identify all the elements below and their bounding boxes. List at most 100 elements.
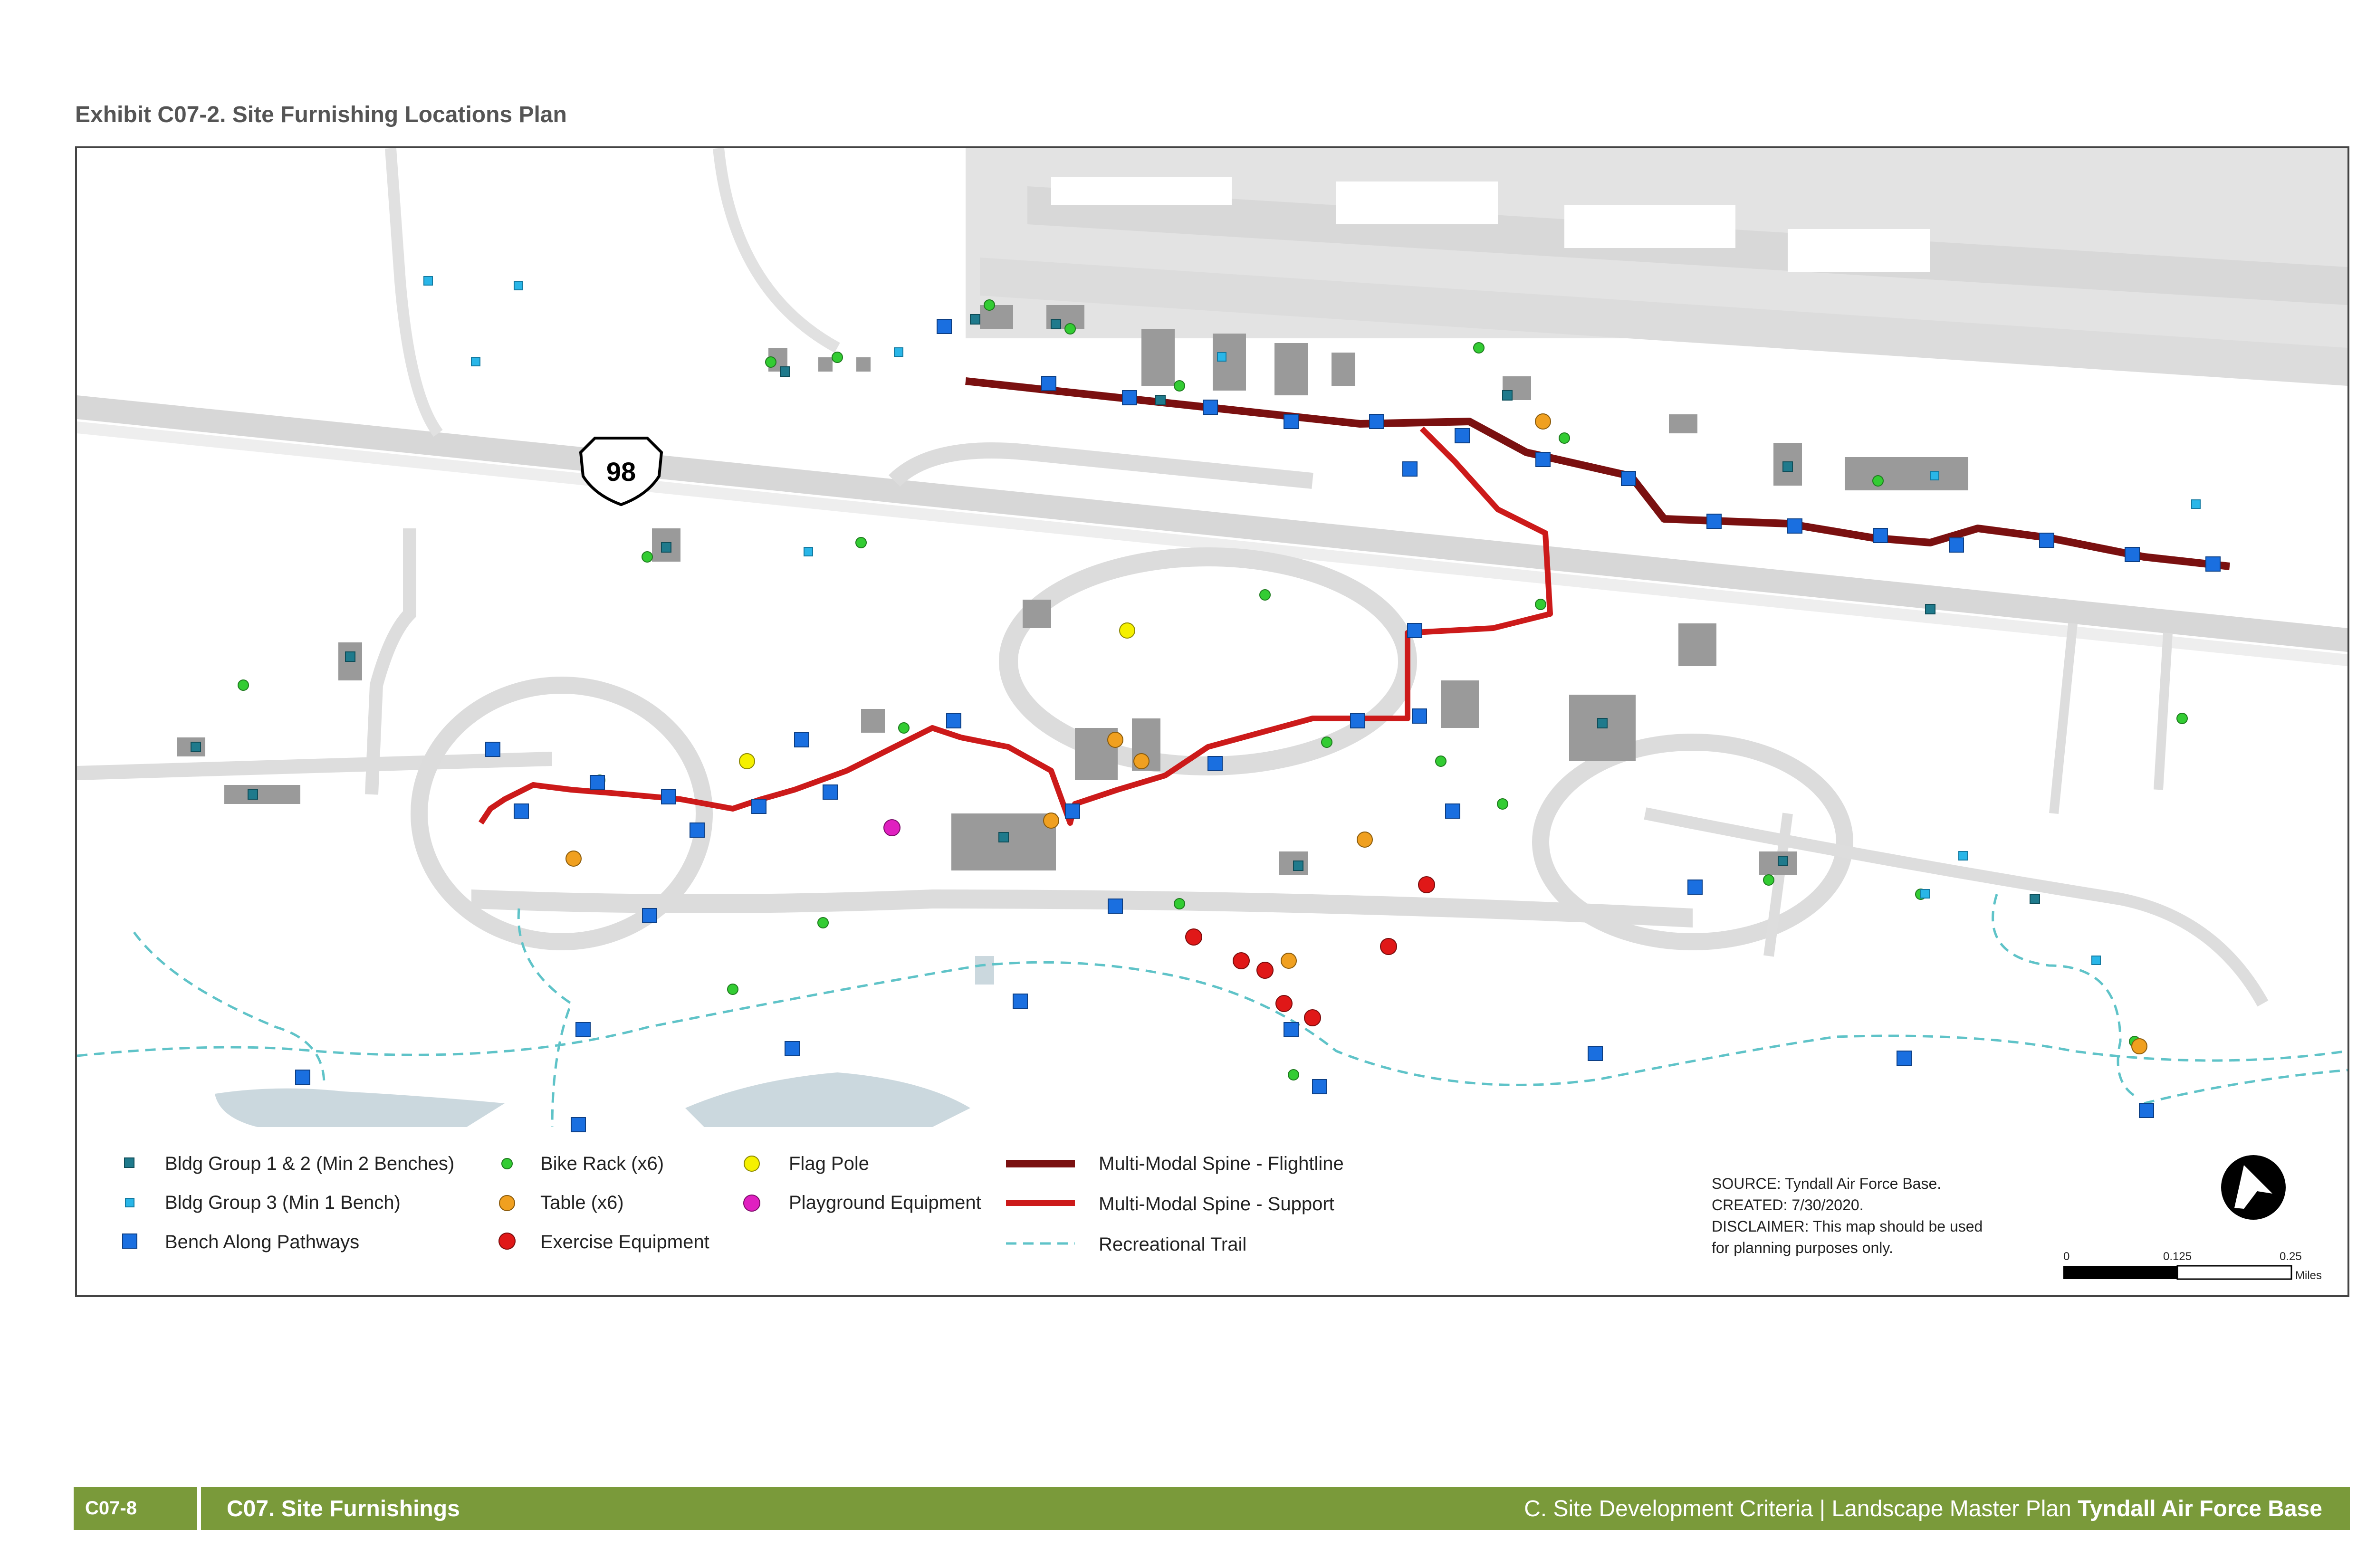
- bldg-group-12-marker: [1778, 856, 1788, 866]
- building-group-3-markers: [423, 276, 2201, 965]
- table-marker: [1281, 953, 1297, 969]
- bike-rack-marker: [1559, 432, 1570, 444]
- footer-document-title: C. Site Development Criteria | Landscape…: [1524, 1496, 2322, 1522]
- exercise-marker: [1418, 876, 1435, 893]
- bike-rack-marker: [765, 356, 776, 368]
- legend-spine-flightline-label: Multi-Modal Spine - Flightline: [1099, 1153, 1344, 1174]
- legend-bench-icon: [122, 1233, 137, 1249]
- bench-marker: [823, 784, 838, 800]
- bldg-group-3-marker: [2091, 956, 2101, 965]
- bldg-group-3-marker: [514, 281, 523, 290]
- bike-rack-marker: [238, 679, 249, 691]
- apron-cut-1: [1051, 177, 1232, 205]
- bike-rack-marker: [1288, 1069, 1299, 1080]
- source-block: SOURCE: Tyndall Air Force Base. CREATED:…: [1712, 1175, 1983, 1256]
- water-pond: [975, 956, 994, 985]
- bldg-group-3-marker: [2191, 499, 2201, 509]
- bldg-group-12-marker: [345, 651, 355, 662]
- bench-marker: [1065, 803, 1080, 819]
- bench-marker: [1706, 514, 1722, 529]
- road-east-vertical: [1763, 813, 1793, 957]
- bench-marker: [1687, 880, 1703, 895]
- bldg-group-3-marker: [1920, 889, 1930, 899]
- bike-rack-marker: [855, 537, 867, 548]
- rec-trail-east: [1992, 894, 2140, 1100]
- bench-marker: [1535, 452, 1551, 467]
- table-marker: [1357, 832, 1373, 848]
- legend-exercise-icon: [498, 1233, 516, 1250]
- legend-playground-label: Playground Equipment: [789, 1192, 981, 1213]
- bench-marker: [642, 908, 657, 923]
- bench-marker: [575, 1022, 591, 1037]
- bench-marker: [1041, 376, 1056, 391]
- bench-marker: [1588, 1046, 1603, 1061]
- footer-criteria: C. Site Development Criteria: [1524, 1496, 1813, 1521]
- footer-divider: [197, 1487, 201, 1530]
- bike-rack-marker: [984, 299, 995, 311]
- bldg-group-12-marker: [191, 742, 201, 752]
- bench-marker: [1621, 471, 1636, 486]
- bench-marker: [571, 1117, 586, 1132]
- bench-marker: [1787, 518, 1802, 534]
- map-legend: Bldg Group 1 & 2 (Min 2 Benches) Bldg Gr…: [122, 1153, 1344, 1255]
- bldg-group-3-marker: [1930, 471, 1939, 480]
- bench-marker: [1207, 756, 1223, 771]
- exercise-marker: [1233, 952, 1250, 969]
- route-98-shield: 98: [579, 437, 663, 507]
- bench-marker: [1445, 803, 1460, 819]
- bldg-group-3-marker: [894, 347, 903, 357]
- recreational-trails: [77, 894, 2347, 1128]
- bike-rack-marker: [1435, 755, 1447, 767]
- flag-poles: [739, 622, 1135, 769]
- bench-marker: [514, 803, 529, 819]
- bench-marker: [590, 775, 605, 790]
- road-far-east: [2049, 623, 2173, 814]
- scale-bar: 0 0.125 0.25 Miles: [2063, 1250, 2322, 1282]
- bike-rack-marker: [727, 984, 738, 995]
- bike-rack-marker: [2176, 713, 2188, 724]
- legend-spine-support-label: Multi-Modal Spine - Support: [1099, 1194, 1334, 1214]
- map-canvas: 98: [77, 148, 2347, 1295]
- apron-cut-3: [1564, 205, 1735, 248]
- spine-support: [479, 426, 1553, 826]
- pathway-benches: [295, 319, 2221, 1132]
- scale-unit: Miles: [2295, 1269, 2322, 1282]
- exercise-marker: [1380, 938, 1397, 955]
- table-marker: [2131, 1038, 2147, 1054]
- bldg-group-12-marker: [1502, 390, 1513, 401]
- legend-playground-icon: [743, 1195, 760, 1212]
- bench-marker: [1412, 708, 1427, 724]
- bldg-group-12-marker: [1293, 860, 1303, 871]
- scale-tick-0: 0: [2063, 1250, 2069, 1263]
- north-arrow-icon: [2221, 1155, 2286, 1220]
- legend-bldg-group-12-label: Bldg Group 1 & 2 (Min 2 Benches): [165, 1153, 454, 1174]
- bench-marker: [1284, 1022, 1299, 1037]
- legend-bldg-group-12-icon: [124, 1157, 134, 1168]
- bldg-group-3-marker: [423, 276, 433, 286]
- playground: [883, 819, 901, 836]
- bldg-group-12-marker: [1155, 395, 1166, 405]
- footer-separator: |: [1819, 1496, 1826, 1521]
- road-west-vertical: [365, 528, 416, 795]
- water-bay-2: [685, 1072, 970, 1127]
- legend-bench-label: Bench Along Pathways: [165, 1232, 359, 1252]
- exercise-marker: [1185, 928, 1202, 946]
- rec-trail-west: [133, 931, 326, 1085]
- bldg-group-3-marker: [471, 357, 480, 366]
- bench-marker: [690, 822, 705, 838]
- bench-marker: [751, 799, 766, 814]
- bench-marker: [1949, 537, 1964, 553]
- bench-marker: [785, 1041, 800, 1056]
- disclaimer-line: DISCLAIMER: This map should be used: [1712, 1218, 1983, 1235]
- legend-bike-rack-icon: [501, 1158, 513, 1169]
- legend-bike-rack-label: Bike Rack (x6): [540, 1153, 664, 1174]
- exercise-marker: [1275, 995, 1293, 1012]
- bench-marker: [661, 789, 676, 804]
- tables: [565, 413, 2147, 1054]
- bench-marker: [1402, 461, 1418, 477]
- bench-marker: [794, 732, 809, 747]
- road-northwest: [385, 148, 443, 437]
- table-marker: [565, 851, 582, 867]
- bike-rack-marker: [817, 917, 829, 928]
- building-group-12-markers: [191, 314, 2040, 904]
